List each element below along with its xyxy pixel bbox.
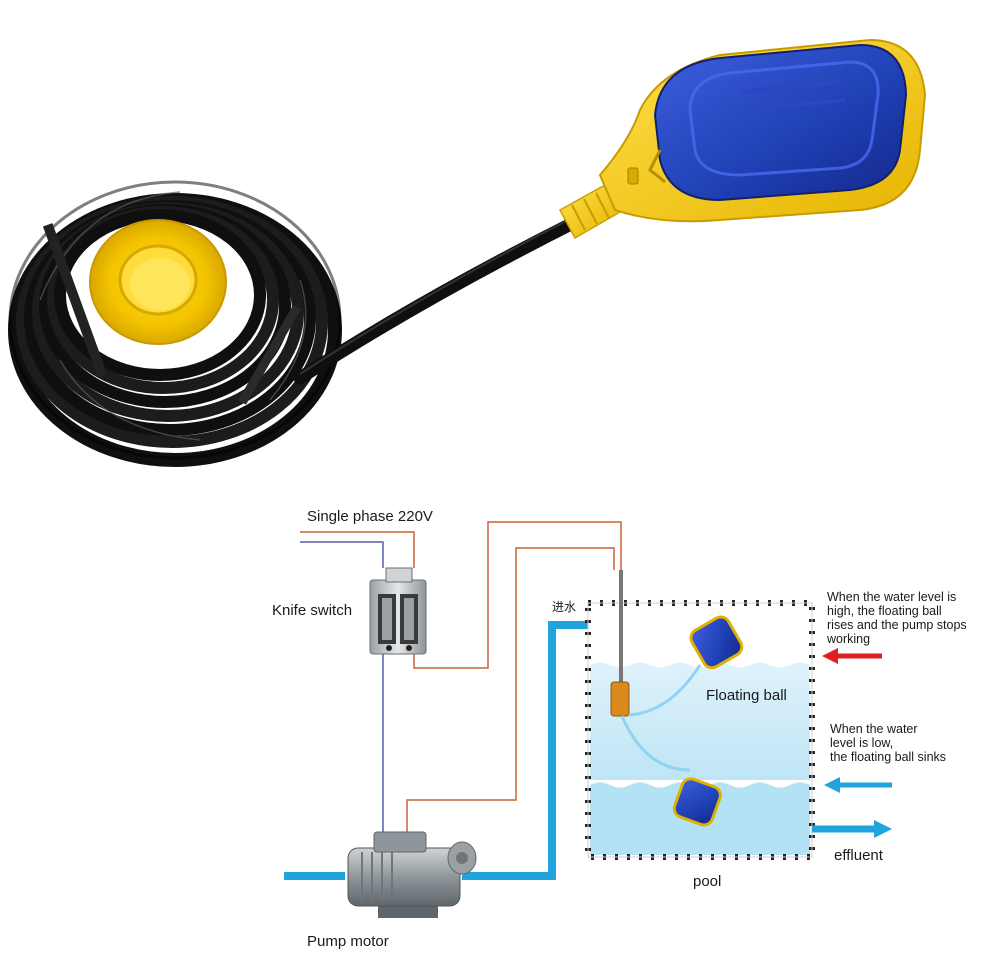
- high-level-note: When the water level is high, the floati…: [826, 590, 967, 646]
- knife-switch: [369, 567, 427, 655]
- water-pipe: [284, 621, 600, 880]
- float-switch-schematic: [610, 570, 744, 827]
- inlet-label: 进水: [552, 600, 576, 614]
- float-switch-product-illustration: [8, 38, 927, 467]
- low-level-arrow: [824, 777, 892, 793]
- low-level-note: When the water level is low, the floatin…: [830, 722, 946, 764]
- low-level-note-line-2: level is low,: [830, 736, 893, 750]
- high-level-note-line-3: rises and the pump stops: [827, 618, 967, 632]
- pump-label: Pump motor: [307, 933, 389, 950]
- supply-label: Single phase 220V: [307, 508, 433, 525]
- pump-motor: [347, 831, 477, 918]
- knife-switch-label: Knife switch: [272, 602, 352, 619]
- floating-ball-label: Floating ball: [706, 687, 787, 704]
- wiring-diagram: Single phase 220V Knife switch: [272, 508, 967, 950]
- low-level-note-line-3: the floating ball sinks: [830, 750, 946, 764]
- cable-spool-ring: [89, 219, 227, 345]
- effluent-label: effluent: [834, 847, 884, 864]
- pool-label: pool: [693, 873, 721, 890]
- neutral-wire: [300, 541, 384, 843]
- high-level-note-line-1: When the water level is: [827, 590, 956, 604]
- high-level-note-line-2: high, the floating ball: [827, 604, 942, 618]
- float-switch-body: [598, 38, 927, 223]
- lead-cable: [293, 215, 582, 385]
- high-level-arrow: [822, 648, 882, 664]
- low-level-note-line-1: When the water: [830, 722, 918, 736]
- effluent-arrow: [812, 820, 892, 838]
- live-wire: [300, 521, 622, 843]
- high-level-note-line-4: working: [826, 632, 870, 646]
